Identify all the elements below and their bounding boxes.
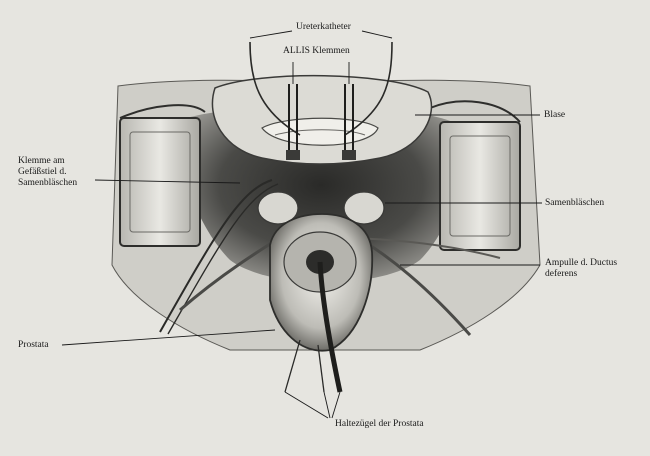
left-retractor [119, 104, 206, 247]
bladder [211, 74, 433, 165]
ureter-catheter-right [344, 41, 393, 136]
label-allis-klemmen: ALLIS Klemmen [283, 46, 350, 56]
allis-clamp-right [342, 84, 356, 160]
label-prostata: Prostata [18, 340, 49, 350]
label-klemme-line3: Samenbläschen [18, 178, 78, 188]
suture-2 [317, 344, 325, 393]
label-klemme-line2: Gefäßstiel d. [18, 167, 67, 177]
label-ampulle-line1: Ampulle d. Ductus [545, 258, 618, 268]
right-retractor [429, 100, 521, 251]
label-blase: Blase [544, 110, 566, 120]
pedicle-clamp [159, 179, 273, 333]
allis-clamp-left [286, 84, 300, 160]
label-samenblaeschen: Samenbläschen [545, 198, 605, 208]
label-ampulle-line2: deferens [545, 269, 578, 279]
urethral-catheter [317, 261, 343, 393]
seminal-vesicle-right [343, 191, 385, 225]
label-ureterkatheter: Ureterkatheter [296, 22, 351, 32]
seminal-vesicle-left [257, 191, 299, 225]
leader-lines [61, 30, 542, 419]
label-klemme-line1: Klemme am [18, 156, 65, 166]
suture-1 [284, 339, 301, 393]
label-haltezuegel: Haltezügel der Prostata [335, 419, 424, 429]
ureter-catheter-left [249, 41, 301, 136]
